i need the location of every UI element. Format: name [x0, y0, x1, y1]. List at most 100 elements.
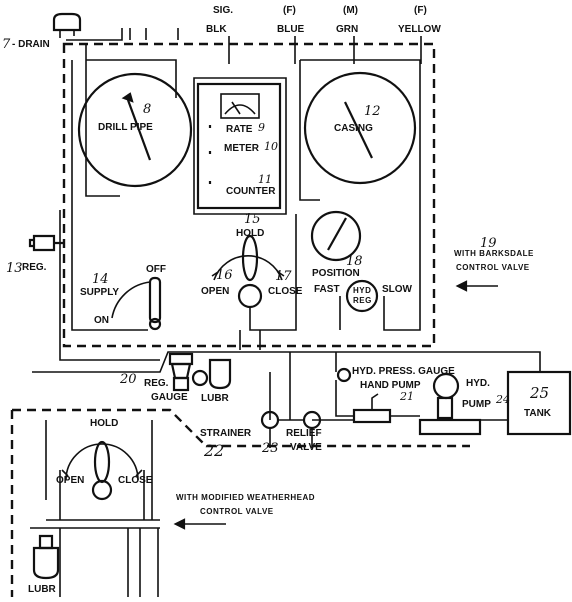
- reg-label: REG.: [22, 262, 47, 273]
- weatherhead-body: [91, 479, 113, 501]
- reg-gauge-number: 20: [119, 372, 137, 387]
- weatherhead-handle[interactable]: [93, 440, 111, 484]
- regulator-icon: [28, 234, 64, 252]
- supply-label: SUPPLY: [80, 287, 119, 298]
- barksdale-arrow-icon: [455, 280, 468, 292]
- weatherhead-line2: CONTROL VALVE: [200, 507, 274, 516]
- valve-body: [237, 283, 263, 309]
- position-number: 18: [346, 254, 363, 269]
- hyd-pump-icon: [432, 372, 460, 400]
- rate-number: 9: [258, 121, 265, 134]
- valve-piping: [239, 214, 297, 350]
- sig-label-bottom: BLK: [206, 24, 227, 35]
- position-dial: [310, 210, 362, 262]
- hold-number: 15: [244, 212, 261, 227]
- open-number: 16: [216, 268, 233, 283]
- weatherhead-hold: HOLD: [90, 418, 118, 429]
- lubr2-label: LUBR: [28, 584, 57, 595]
- drill-pipe-gauge: DRILL PIPE 8: [77, 72, 193, 188]
- fast-label: FAST: [314, 284, 340, 295]
- top-fittings: [66, 28, 179, 41]
- drain-number: 7: [2, 37, 11, 52]
- casing-needle: [344, 101, 373, 159]
- pipe-lines-right: [299, 59, 421, 331]
- hyd-reg-dial: [345, 279, 379, 313]
- inset-lubricator: LUBR: [28, 534, 60, 595]
- strainer-number: 22: [203, 441, 224, 460]
- hand-pump-icon: [352, 408, 392, 424]
- yellow-label-bottom: YELLOW: [398, 24, 441, 35]
- weatherhead-note: WITH MODIFIED WEATHERHEAD CONTROL VALVE: [173, 493, 315, 530]
- hyd-press-gauge-label: HYD. PRESS. GAUGE: [352, 366, 455, 377]
- hydraulic-pump-group: HYD. PRESS. GAUGE HAND PUMP 21 HYD. PUMP…: [312, 366, 510, 436]
- tank: 25 TANK: [506, 370, 572, 436]
- rate-label: RATE: [226, 124, 253, 135]
- hyd-reg-label-top: HYD: [353, 286, 371, 295]
- relief-number: 23: [261, 441, 279, 456]
- inset-piping: [30, 420, 160, 597]
- reg-number: 13: [6, 261, 23, 276]
- supply-on-label: ON: [94, 315, 109, 326]
- close-label: CLOSE: [268, 286, 303, 297]
- hyd-pump-line2: PUMP: [462, 399, 491, 410]
- valve-handle[interactable]: [241, 234, 259, 282]
- lubr-label: LUBR: [201, 393, 230, 404]
- hand-pump-number: 21: [399, 390, 414, 403]
- meter-label: METER: [224, 143, 260, 154]
- hyd-reg: HYD REG FAST SLOW: [314, 279, 413, 313]
- supply-number: 14: [92, 272, 109, 287]
- blue-label-top: (F): [283, 5, 296, 16]
- drain-label: - DRAIN: [12, 39, 50, 50]
- hold-label: HOLD: [236, 228, 264, 239]
- hyd-reg-piping: [339, 296, 404, 331]
- drill-pipe-dial: [77, 72, 193, 188]
- strainer-label: STRAINER: [200, 428, 252, 439]
- drill-pipe-label: DRILL PIPE: [98, 122, 153, 133]
- reg-gauge-gauge: GAUGE: [151, 392, 188, 403]
- hyd-pump-line1: HYD.: [466, 378, 490, 389]
- casing-dial: [303, 71, 417, 185]
- casing-gauge: CASING 12: [303, 71, 417, 185]
- position-gauge: POSITION 18: [310, 210, 363, 279]
- weatherhead-arrow-icon: [173, 518, 186, 530]
- yellow-label-top: (F): [414, 5, 427, 16]
- barksdale-number: 19: [480, 236, 497, 251]
- counter-label: COUNTER: [226, 186, 276, 197]
- barksdale-line2: CONTROL VALVE: [456, 263, 530, 272]
- sig-label-top: SIG.: [213, 5, 233, 16]
- barksdale-line1: WITH BARKSDALE: [454, 249, 534, 258]
- supply-valve: 14 SUPPLY OFF ON: [80, 264, 166, 331]
- reg-gauge-group: 20 REG. GAUGE LUBR: [119, 352, 232, 404]
- grn-label-bottom: GRN: [336, 24, 358, 35]
- hyd-pump-number: 24: [495, 393, 510, 406]
- supply-piping: [32, 351, 541, 420]
- relief-line1: RELIEF: [286, 428, 322, 439]
- strainer-relief: STRAINER 22 RELIEF 23 VALVE: [200, 410, 322, 460]
- reg-gauge-reg: REG.: [144, 378, 169, 389]
- reg-gauge-dial: [191, 369, 209, 387]
- lubricator-2-icon: [32, 546, 60, 580]
- counter-number: 11: [258, 173, 272, 186]
- hyd-reg-label-bottom: REG: [353, 296, 372, 305]
- tank-box: [506, 370, 572, 436]
- weatherhead-line1: WITH MODIFIED WEATHERHEAD: [176, 493, 315, 502]
- close-number: 17: [275, 269, 292, 284]
- weatherhead-valve: HOLD OPEN CLOSE: [56, 418, 153, 501]
- meter-number: 10: [264, 140, 278, 153]
- tank-label: TANK: [524, 408, 552, 419]
- blue-label-bottom: BLUE: [277, 24, 305, 35]
- open-label: OPEN: [201, 286, 229, 297]
- hold-control-valve: HOLD 15 OPEN 16 CLOSE 17: [201, 212, 303, 309]
- casing-number: 12: [364, 104, 381, 119]
- supply-lever[interactable]: [148, 276, 162, 324]
- meter-housing: [193, 77, 287, 215]
- filter-bowl-icon: [170, 362, 192, 380]
- drill-pipe-needle: [126, 99, 152, 161]
- panel-enclosure: [62, 42, 436, 348]
- hand-pump-label: HAND PUMP: [360, 380, 421, 391]
- hyd-press-gauge-dial: [336, 367, 352, 383]
- casing-label: CASING: [334, 123, 373, 134]
- drain-cap-icon: [52, 12, 82, 38]
